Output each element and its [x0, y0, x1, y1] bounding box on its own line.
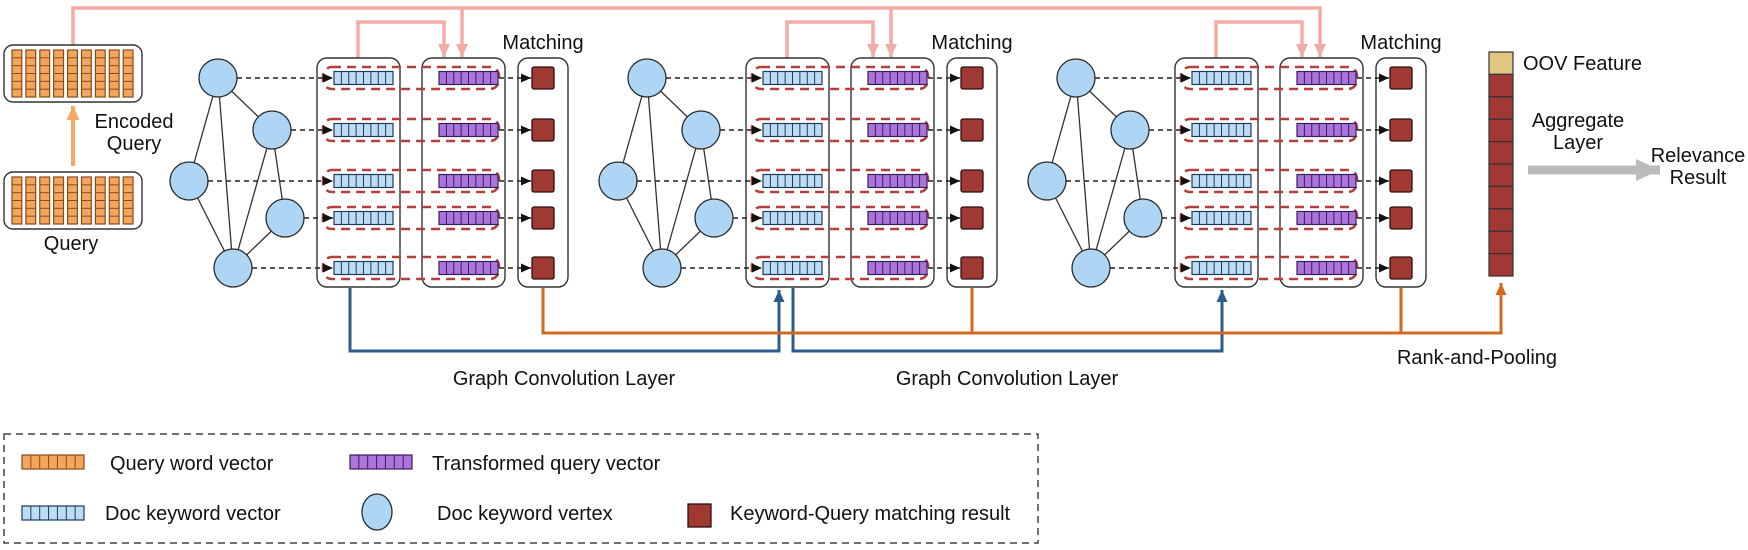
- transformed-query-column: [850, 57, 935, 288]
- generated-shapes: [3, 6, 1660, 544]
- aggregate-stack-cell: [1488, 73, 1514, 98]
- legend-label-transformed-query-vector: Transformed query vector: [432, 453, 661, 475]
- aggregate-stack-cell: [1488, 141, 1514, 165]
- doc-keyword-vertex: [1071, 248, 1111, 288]
- doc-vector-column: [745, 57, 830, 288]
- legend-label-query-word-vector: Query word vector: [110, 453, 274, 475]
- graph-edge: [232, 129, 273, 269]
- query-flow-elbow-2: [785, 20, 879, 58]
- legend-transformed-query-vector-chip: [349, 454, 413, 470]
- rank-and-pooling-label: Rank-and-Pooling: [1397, 347, 1557, 369]
- matching-result-square: [960, 118, 984, 142]
- doc-keyword-vertex: [169, 161, 209, 201]
- doc-keyword-vertex: [1027, 161, 1067, 201]
- matching-result-square: [1389, 206, 1413, 230]
- matching-label-2: Matching: [931, 32, 1012, 54]
- matching-result-square: [960, 169, 984, 193]
- graph-edge: [1090, 129, 1131, 269]
- doc-keyword-vertex: [265, 198, 305, 238]
- aggregate-layer-label-line2: Layer: [1553, 132, 1603, 154]
- aggregate-stack-cell: [1488, 185, 1514, 210]
- legend-doc-keyword-vertex: [361, 493, 393, 531]
- matching-label-1: Matching: [502, 32, 583, 54]
- doc-keyword-vertex: [694, 198, 734, 238]
- aggregate-stack-cell: [1488, 253, 1514, 277]
- doc-keyword-vertex: [642, 248, 682, 288]
- doc-keyword-vertex: [1056, 58, 1096, 98]
- matching-result-square: [1389, 169, 1413, 193]
- query-flow-elbow-3: [1214, 20, 1308, 58]
- graph-conv-label-1: Graph Convolution Layer: [453, 368, 676, 390]
- transformed-query-column: [421, 57, 506, 288]
- doc-keyword-vertex: [598, 161, 638, 201]
- query-label: Query: [44, 233, 98, 255]
- legend-query-word-vector-chip: [21, 454, 85, 470]
- transformed-query-column: [1279, 57, 1364, 288]
- matching-result-square: [1389, 118, 1413, 142]
- legend-label-keyword-query-matching-result: Keyword-Query matching result: [730, 503, 1011, 525]
- oov-feature-label: OOV Feature: [1523, 53, 1642, 75]
- aggregate-stack-cell: [1488, 96, 1514, 120]
- aggregate-layer-label-line1: Aggregate: [1532, 110, 1624, 132]
- aggregate-stack-cell: [1488, 230, 1514, 255]
- matching-result-square: [531, 169, 555, 193]
- query-flow-trunk: [71, 6, 1326, 57]
- encoded-query-label-line1: Encoded: [95, 111, 174, 133]
- doc-vector-column: [1174, 57, 1259, 288]
- matching-result-square: [1389, 256, 1413, 280]
- graph-edge: [661, 129, 702, 269]
- matching-column: [517, 57, 569, 288]
- legend-box: [3, 433, 1039, 544]
- matching-result-square: [960, 206, 984, 230]
- doc-keyword-vertex: [198, 58, 238, 98]
- relevance-result-label-line1: Relevance: [1651, 145, 1746, 167]
- matching-label-3: Matching: [1360, 32, 1441, 54]
- matching-result-square: [1389, 66, 1413, 90]
- matching-result-square: [531, 118, 555, 142]
- encoded-query-label-line2: Query: [107, 133, 161, 155]
- doc-keyword-vertex: [1123, 198, 1163, 238]
- matching-column: [946, 57, 998, 288]
- legend-label-doc-keyword-vector: Doc keyword vector: [105, 503, 281, 525]
- matching-result-square: [960, 256, 984, 280]
- doc-keyword-vertex: [1110, 110, 1150, 150]
- aggregate-stack-cell: [1488, 208, 1514, 232]
- rank-pooling-line: [541, 283, 1507, 335]
- aggregate-stack-cell: [1488, 163, 1514, 187]
- oov-feature-cell: [1488, 51, 1514, 75]
- doc-keyword-vertex: [681, 110, 721, 150]
- legend-matching-result-square: [687, 503, 712, 528]
- doc-keyword-vertex: [627, 58, 667, 98]
- matching-result-square: [960, 66, 984, 90]
- query-flow-elbow-1: [356, 20, 450, 58]
- matching-result-square: [531, 66, 555, 90]
- gcn-arrow-1: [348, 288, 785, 353]
- graph-edge: [1075, 77, 1092, 269]
- matching-column: [1375, 57, 1427, 288]
- matching-result-square: [531, 206, 555, 230]
- doc-vector-column: [316, 57, 401, 288]
- matching-result-square: [531, 256, 555, 280]
- graph-edge: [646, 77, 663, 269]
- relevance-result-label-line2: Result: [1670, 167, 1727, 189]
- gcn-arrow-2: [791, 288, 1228, 353]
- graph-edge: [217, 77, 234, 269]
- aggregate-stack-cell: [1488, 118, 1514, 143]
- graph-conv-label-2: Graph Convolution Layer: [896, 368, 1119, 390]
- doc-keyword-vertex: [252, 110, 292, 150]
- doc-keyword-vertex: [213, 248, 253, 288]
- legend-doc-keyword-vector-chip: [21, 505, 85, 521]
- legend-label-doc-keyword-vertex: Doc keyword vertex: [437, 503, 613, 525]
